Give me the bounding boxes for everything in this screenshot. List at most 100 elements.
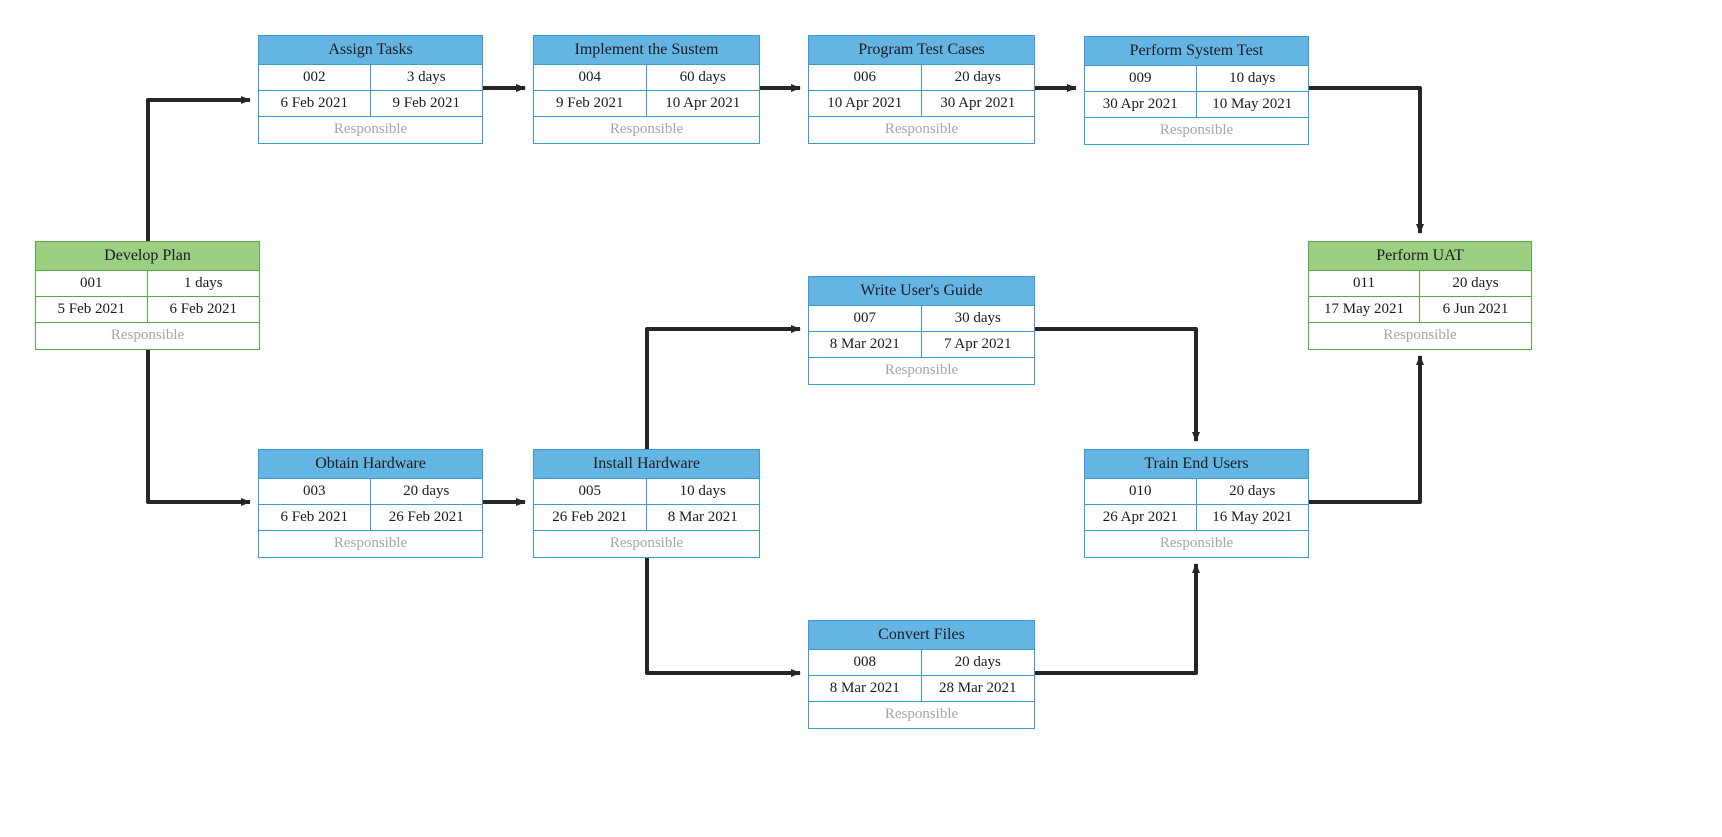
task-finish-date: 6 Jun 2021 xyxy=(1442,301,1509,317)
edge-develop-plan-to-obtain-hardware xyxy=(146,348,251,506)
task-title: Obtain Hardware xyxy=(259,450,482,479)
task-finish-date: 26 Feb 2021 xyxy=(388,509,464,525)
task-id-duration-row: 001 1 days xyxy=(36,271,259,297)
edge-convert-files-to-train-end-users xyxy=(1035,563,1200,675)
task-dates-row: 8 Mar 2021 28 Mar 2021 xyxy=(809,676,1034,702)
edge-install-hardware-to-convert-files xyxy=(645,556,801,677)
task-duration: 10 days xyxy=(1229,70,1276,86)
task-duration: 60 days xyxy=(679,69,726,85)
task-id-duration-row: 009 10 days xyxy=(1085,66,1308,92)
edge-write-users-guide-to-train-end-users xyxy=(1035,327,1200,442)
task-start-date: 6 Feb 2021 xyxy=(259,505,371,530)
task-responsible[interactable]: Responsible xyxy=(609,121,684,137)
task-dates-row: 9 Feb 2021 10 Apr 2021 xyxy=(534,91,759,117)
task-id: 001 xyxy=(36,271,148,296)
task-finish-date: 7 Apr 2021 xyxy=(944,336,1012,352)
task-start-date: 10 Apr 2021 xyxy=(809,91,922,116)
task-title: Develop Plan xyxy=(36,242,259,271)
task-responsible[interactable]: Responsible xyxy=(333,121,408,137)
task-dates-row: 26 Feb 2021 8 Mar 2021 xyxy=(534,505,759,531)
task-responsible[interactable]: Responsible xyxy=(1159,535,1234,551)
task-id: 009 xyxy=(1085,66,1197,91)
task-id: 006 xyxy=(809,65,922,90)
task-duration: 1 days xyxy=(183,275,223,291)
task-id: 007 xyxy=(809,306,922,331)
task-start-date: 9 Feb 2021 xyxy=(534,91,647,116)
task-duration: 30 days xyxy=(954,310,1001,326)
task-title: Program Test Cases xyxy=(809,36,1034,65)
task-id: 010 xyxy=(1085,479,1197,504)
task-responsible[interactable]: Responsible xyxy=(110,327,185,343)
task-start-date: 8 Mar 2021 xyxy=(809,676,922,701)
task-duration: 20 days xyxy=(403,483,450,499)
task-responsible[interactable]: Responsible xyxy=(884,121,959,137)
edge-perform-system-test-to-perform-uat xyxy=(1309,86,1424,234)
task-id-duration-row: 003 20 days xyxy=(259,479,482,505)
task-id: 011 xyxy=(1309,271,1420,296)
task-start-date: 26 Feb 2021 xyxy=(534,505,647,530)
task-start-date: 26 Apr 2021 xyxy=(1085,505,1197,530)
task-dates-row: 17 May 2021 6 Jun 2021 xyxy=(1309,297,1531,323)
task-title: Convert Files xyxy=(809,621,1034,650)
task-finish-date: 28 Mar 2021 xyxy=(939,680,1017,696)
task-id-duration-row: 002 3 days xyxy=(259,65,482,91)
edge-develop-plan-to-assign-tasks xyxy=(146,96,251,241)
task-dates-row: 6 Feb 2021 26 Feb 2021 xyxy=(259,505,482,531)
task-finish-date: 10 Apr 2021 xyxy=(665,95,741,111)
task-responsible[interactable]: Responsible xyxy=(609,535,684,551)
task-id: 002 xyxy=(259,65,371,90)
task-responsible[interactable]: Responsible xyxy=(884,362,959,378)
task-id: 005 xyxy=(534,479,647,504)
task-responsible[interactable]: Responsible xyxy=(1159,122,1234,138)
edge-train-end-users-to-perform-uat xyxy=(1309,355,1424,504)
task-duration: 3 days xyxy=(406,69,446,85)
task-id-duration-row: 008 20 days xyxy=(809,650,1034,676)
task-id-duration-row: 007 30 days xyxy=(809,306,1034,332)
edge-install-hardware-to-write-users-guide xyxy=(645,325,801,449)
task-title: Install Hardware xyxy=(534,450,759,479)
task-finish-date: 6 Feb 2021 xyxy=(169,301,238,317)
task-dates-row: 8 Mar 2021 7 Apr 2021 xyxy=(809,332,1034,358)
task-dates-row: 6 Feb 2021 9 Feb 2021 xyxy=(259,91,482,117)
task-title: Write User's Guide xyxy=(809,277,1034,306)
task-start-date: 8 Mar 2021 xyxy=(809,332,922,357)
task-dates-row: 10 Apr 2021 30 Apr 2021 xyxy=(809,91,1034,117)
task-finish-date: 9 Feb 2021 xyxy=(392,95,461,111)
task-finish-date: 8 Mar 2021 xyxy=(667,509,738,525)
task-title: Assign Tasks xyxy=(259,36,482,65)
task-duration: 20 days xyxy=(954,69,1001,85)
task-duration: 20 days xyxy=(1229,483,1276,499)
task-id: 003 xyxy=(259,479,371,504)
task-finish-date: 30 Apr 2021 xyxy=(940,95,1016,111)
task-duration: 20 days xyxy=(954,654,1001,670)
task-id: 008 xyxy=(809,650,922,675)
task-start-date: 6 Feb 2021 xyxy=(259,91,371,116)
task-title: Perform UAT xyxy=(1309,242,1531,271)
task-responsible[interactable]: Responsible xyxy=(884,706,959,722)
task-start-date: 17 May 2021 xyxy=(1309,297,1420,322)
task-title: Train End Users xyxy=(1085,450,1308,479)
task-responsible[interactable]: Responsible xyxy=(1383,327,1457,343)
task-title: Perform System Test xyxy=(1085,37,1308,66)
task-responsible[interactable]: Responsible xyxy=(333,535,408,551)
task-id-duration-row: 006 20 days xyxy=(809,65,1034,91)
task-start-date: 30 Apr 2021 xyxy=(1085,92,1197,117)
task-id-duration-row: 010 20 days xyxy=(1085,479,1308,505)
